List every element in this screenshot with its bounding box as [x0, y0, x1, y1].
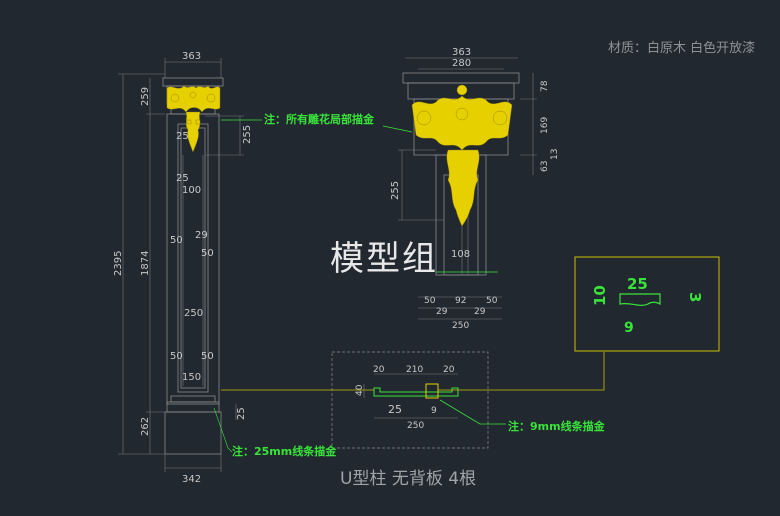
dim-100: 100: [182, 185, 201, 196]
sec-dim-20b: 20: [443, 365, 455, 375]
cap-dim-255: 255: [390, 181, 401, 200]
sec-dim-250: 250: [407, 421, 424, 431]
dim-cap-height: 259: [140, 87, 151, 106]
cap-dim-50a: 50: [424, 296, 436, 306]
column-base: [164, 411, 222, 455]
dim-shaft-height: 1874: [140, 251, 151, 276]
dim-50b: 50: [201, 248, 214, 259]
cap-dim-280: 280: [452, 58, 471, 69]
dim-250: 250: [184, 308, 203, 319]
cap-dim-108: 108: [451, 249, 470, 260]
cap-dim-169: 169: [540, 117, 550, 134]
note-25mm: 注：25mm线条描金: [232, 444, 337, 458]
dim-50c: 50: [170, 351, 183, 362]
watermark: 模型组: [330, 239, 438, 279]
drawing-caption: U型柱 无背板 4根: [340, 469, 476, 489]
profile-detail: 25 10 3 9: [574, 256, 720, 352]
cap-dim-363: 363: [452, 47, 471, 58]
dim-base-height: 262: [140, 417, 151, 436]
dim-50a: 50: [170, 235, 183, 246]
detail-dim-3: 3: [686, 292, 704, 302]
cap-dim-63: 63: [540, 161, 550, 172]
note-carving: 注：所有雕花局部描金: [264, 112, 375, 126]
dim-25b: 25: [176, 173, 189, 184]
cap-dim-29b: 29: [474, 307, 486, 317]
sec-dim-20a: 20: [373, 365, 385, 375]
plan-section: 20 210 20 40 25 9 250: [331, 351, 489, 449]
column-elevation: 363 2395 1874: [113, 51, 253, 485]
capital-detail: 363 280 78 169 63 13 255 108: [390, 47, 560, 331]
dim-29: 29: [195, 230, 208, 241]
sec-dim-9: 9: [431, 406, 437, 416]
dim-bottom-width: 342: [182, 474, 201, 485]
cap-dim-13: 13: [550, 149, 560, 160]
cap-dim-78: 78: [540, 80, 550, 92]
cap-dim-29a: 29: [436, 307, 448, 317]
dim-25c: 25: [236, 407, 247, 420]
detail-dim-10: 10: [591, 285, 609, 306]
dim-25a: 25: [176, 131, 189, 142]
detail-marker: [425, 383, 439, 399]
detail-dim-25: 25: [627, 275, 648, 293]
carving-ornament-capital: [411, 84, 513, 227]
column-cap-top: [162, 77, 224, 87]
dim-50d: 50: [201, 351, 214, 362]
detail-dim-9: 9: [624, 320, 634, 336]
note-9mm: 注：9mm线条描金: [508, 419, 606, 433]
cap-dim-250: 250: [452, 321, 469, 331]
cap-dim-50b: 50: [486, 296, 498, 306]
material-note: 材质：白原木 白色开放漆: [608, 40, 755, 56]
sec-dim-210: 210: [406, 365, 423, 375]
dim-top-width: 363: [182, 51, 201, 62]
sec-dim-25: 25: [388, 403, 402, 416]
carving-ornament-left: [166, 85, 221, 153]
detail-frame: [574, 256, 720, 352]
dim-total-height: 2395: [113, 251, 124, 276]
cap-dim-92: 92: [455, 296, 466, 306]
dim-150: 150: [182, 372, 201, 383]
dim-carving-drop: 255: [242, 125, 253, 144]
